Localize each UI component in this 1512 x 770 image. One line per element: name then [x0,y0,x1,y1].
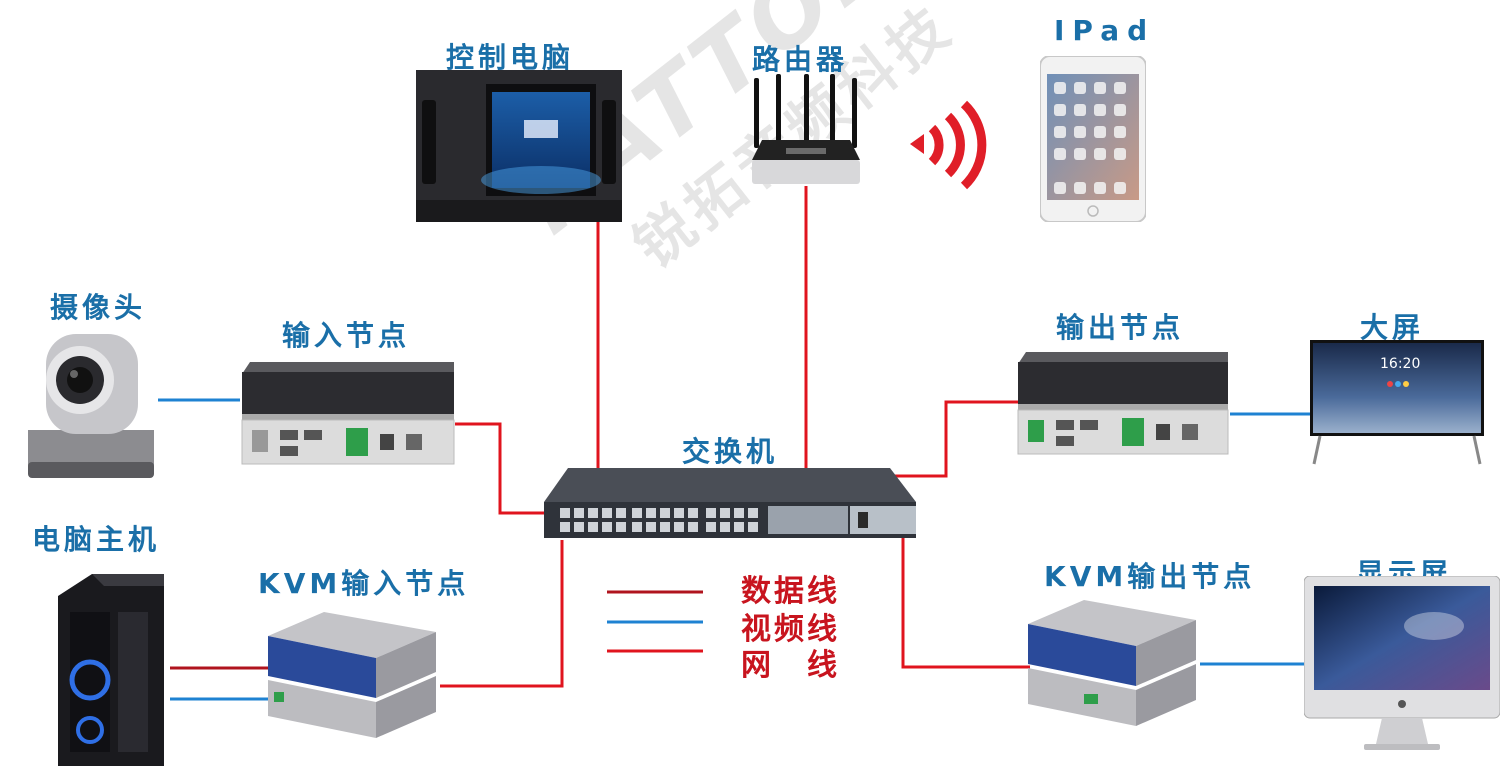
camera-label: 摄像头 [50,291,147,324]
input-node-icon [241,362,455,465]
output-node-device [1016,348,1230,456]
switch-label: 交换机 [682,435,779,468]
pc-tower-icon [58,574,164,766]
ipad-device [1039,55,1147,223]
big-screen-device: 16:20 [1310,340,1484,466]
control-pc-device [416,70,622,222]
input-node-device [240,358,456,466]
router-device [752,74,860,186]
kvm-input-icon [268,612,436,738]
input-node-label: 输入节点 [282,319,411,352]
big-screen-clock: 16:20 [1380,356,1421,372]
kvm-input-device [264,608,440,740]
big-screen-icon [1310,340,1484,465]
pc-host-label: 电脑主机 [32,523,161,556]
big-screen-label: 大屏 [1360,311,1425,344]
network-switch-device [544,464,916,540]
output-node-label: 输出节点 [1056,311,1185,344]
camera-icon [28,334,154,478]
control-pc-label: 控制电脑 [446,41,575,74]
camera-device [24,334,158,480]
legend-video-label: 视频线 [741,612,840,647]
output-node-icon [1017,352,1229,455]
wire-output-node-switch [880,400,1018,478]
ipad-label: IPad [1054,14,1156,47]
wire-kvm-input-switch [440,540,564,688]
monitor-icon [1303,575,1501,750]
router-label: 路由器 [752,43,849,76]
legend-data-label: 数据线 [741,574,840,609]
kvm-output-label: KVM输出节点 [1044,560,1256,593]
wire-kvm-output-switch [901,538,1030,669]
control-pc-icon [416,70,622,222]
wifi-signal-icon [906,100,992,190]
kvm-output-device [1024,596,1200,728]
ipad-icon [1039,55,1147,223]
kvm-output-icon [1028,600,1196,726]
pc-host-device [52,572,170,766]
kvm-input-label: KVM输入节点 [258,567,470,600]
router-icon [752,74,860,184]
wire-input-node-switch [455,422,548,515]
monitor-device [1303,575,1501,754]
switch-icon [544,468,916,538]
legend-network-label: 网 线 [741,648,840,683]
